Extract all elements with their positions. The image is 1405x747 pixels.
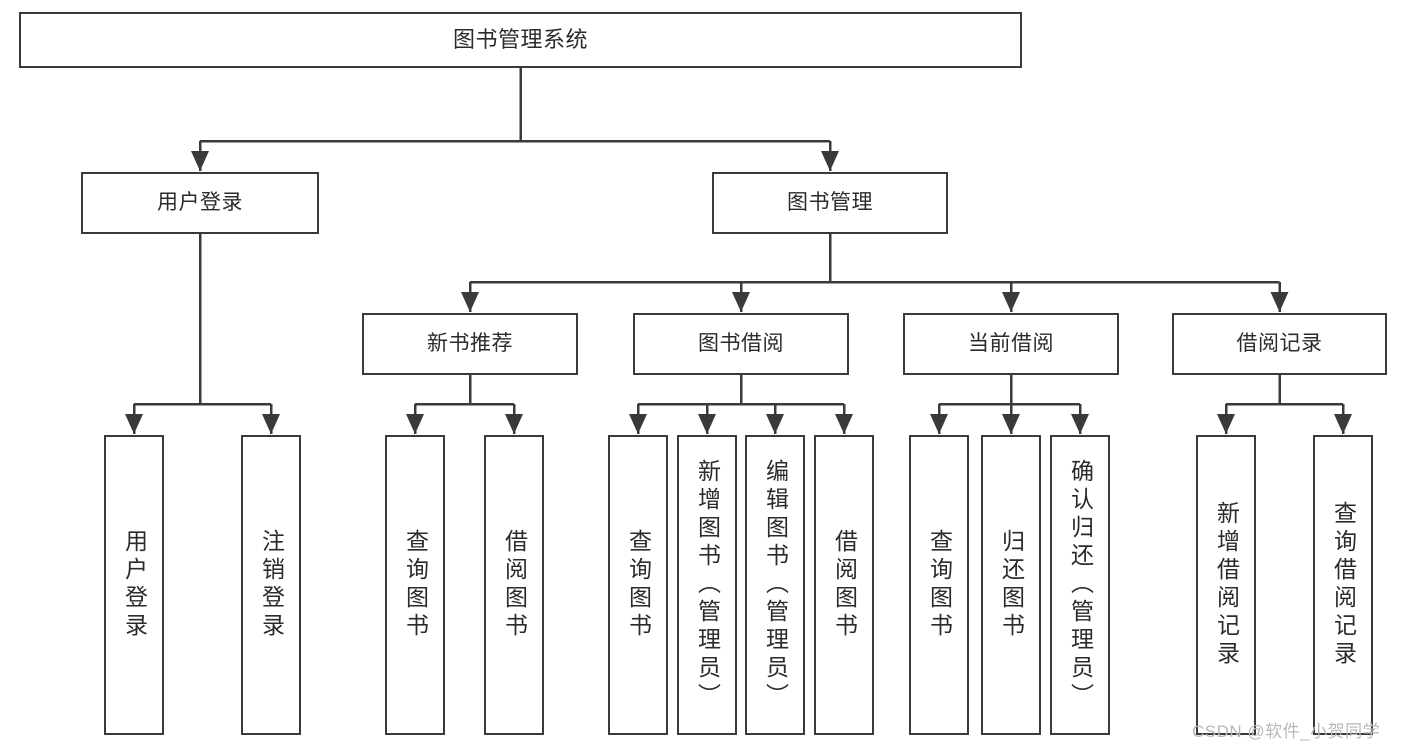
- node-l8[interactable]: 借阅图书: [814, 435, 874, 735]
- node-label: 图书管理系统: [452, 27, 588, 53]
- node-label: 编辑图书（管理员）: [762, 459, 789, 711]
- node-label: 归还图书: [998, 529, 1025, 641]
- arrowhead-borrow-l7: [766, 414, 784, 434]
- node-label: 注销登录: [258, 529, 285, 641]
- node-login[interactable]: 用户登录: [81, 172, 319, 234]
- csdn-watermark: CSDN @软件_小贺同学: [1192, 722, 1381, 741]
- node-current[interactable]: 当前借阅: [903, 313, 1119, 375]
- arrowhead-root-bookmgmt: [821, 151, 839, 171]
- node-label: 查询图书: [402, 529, 429, 641]
- node-l11[interactable]: 确认归还（管理员）: [1050, 435, 1110, 735]
- arrowhead-borrow-l5: [629, 414, 647, 434]
- arrowhead-login-l1: [125, 414, 143, 434]
- node-label: 确认归还（管理员）: [1067, 459, 1094, 711]
- arrowhead-borrow-l6: [698, 414, 716, 434]
- arrowhead-current-l11: [1071, 414, 1089, 434]
- node-l5[interactable]: 查询图书: [608, 435, 668, 735]
- arrowhead-borrow-l8: [835, 414, 853, 434]
- arrowhead-current-l10: [1002, 414, 1020, 434]
- node-label: 新书推荐: [427, 331, 513, 355]
- node-label: 借阅记录: [1236, 331, 1323, 355]
- node-label: 新增借阅记录: [1213, 501, 1240, 669]
- arrowhead-records-l12: [1217, 414, 1235, 434]
- node-newbook[interactable]: 新书推荐: [362, 313, 578, 375]
- arrowhead-login-l2: [262, 414, 280, 434]
- node-label: 图书借阅: [698, 331, 784, 355]
- node-l9[interactable]: 查询图书: [909, 435, 969, 735]
- node-l1[interactable]: 用户登录: [104, 435, 164, 735]
- node-label: 新增图书（管理员）: [694, 459, 721, 711]
- arrowhead-records-l13: [1334, 414, 1352, 434]
- node-l10[interactable]: 归还图书: [981, 435, 1041, 735]
- node-l4[interactable]: 借阅图书: [484, 435, 544, 735]
- node-label: 查询图书: [625, 529, 652, 641]
- node-records[interactable]: 借阅记录: [1172, 313, 1387, 375]
- node-l3[interactable]: 查询图书: [385, 435, 445, 735]
- arrowhead-bookmgmt-records: [1270, 292, 1289, 312]
- arrowhead-bookmgmt-newbook: [461, 292, 479, 312]
- node-label: 借阅图书: [501, 529, 528, 641]
- node-label: 借阅图书: [831, 529, 858, 641]
- node-bookmgmt[interactable]: 图书管理: [712, 172, 948, 234]
- arrowhead-newbook-l4: [505, 414, 523, 434]
- node-root[interactable]: 图书管理系统: [19, 12, 1022, 68]
- node-l6[interactable]: 新增图书（管理员）: [677, 435, 737, 735]
- node-label: 图书管理: [787, 190, 873, 214]
- node-label: 查询借阅记录: [1330, 501, 1357, 669]
- node-label: 用户登录: [121, 529, 148, 641]
- node-label: 当前借阅: [968, 331, 1054, 355]
- node-label: 查询图书: [926, 529, 953, 641]
- arrowhead-root-login: [191, 151, 209, 171]
- node-l7[interactable]: 编辑图书（管理员）: [745, 435, 805, 735]
- arrowhead-newbook-l3: [406, 414, 424, 434]
- arrowhead-current-l9: [930, 414, 948, 434]
- node-borrow[interactable]: 图书借阅: [633, 313, 849, 375]
- node-l12[interactable]: 新增借阅记录: [1196, 435, 1256, 735]
- node-l2[interactable]: 注销登录: [241, 435, 301, 735]
- node-l13[interactable]: 查询借阅记录: [1313, 435, 1373, 735]
- arrowhead-bookmgmt-borrow: [732, 292, 750, 312]
- node-label: 用户登录: [157, 190, 243, 214]
- arrowhead-bookmgmt-current: [1002, 292, 1020, 312]
